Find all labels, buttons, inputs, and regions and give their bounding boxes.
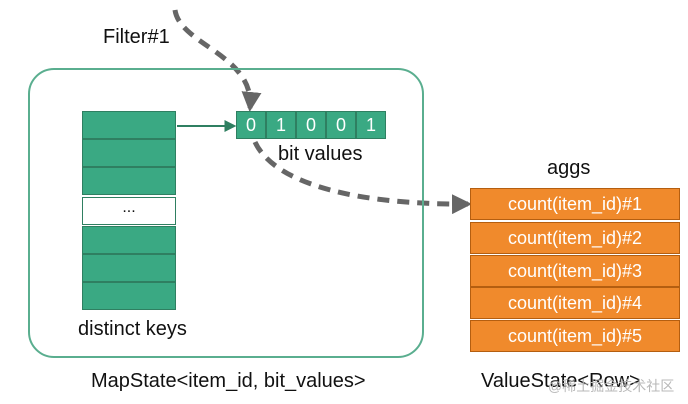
bit-cell: 1 — [266, 111, 296, 139]
key-cell — [82, 282, 176, 310]
key-cell — [82, 254, 176, 282]
agg-cell: count(item_id)#1 — [470, 188, 680, 220]
bits-to-aggs-dashed-arrow — [252, 140, 472, 215]
key-cell — [82, 139, 176, 167]
key-ellipsis-cell: ... — [82, 197, 176, 225]
bit-cell: 0 — [296, 111, 326, 139]
bit-cell: 0 — [236, 111, 266, 139]
map-state-label: MapState<item_id, bit_values> — [91, 370, 366, 392]
key-cell — [82, 226, 176, 254]
agg-cell: count(item_id)#4 — [470, 287, 680, 319]
aggs-label: aggs — [547, 157, 591, 179]
watermark: @稀土掘金技术社区 — [548, 378, 675, 394]
agg-cell: count(item_id)#5 — [470, 320, 680, 352]
filter-label: Filter#1 — [103, 26, 170, 48]
agg-cell: count(item_id)#3 — [470, 255, 680, 287]
bit-cell: 0 — [326, 111, 356, 139]
value-state-label: ValueState<Row> — [481, 370, 641, 392]
distinct-keys-label: distinct keys — [78, 318, 187, 340]
bit-cell: 1 — [356, 111, 386, 139]
map-state-frame — [28, 68, 424, 358]
agg-cell: count(item_id)#2 — [470, 222, 680, 254]
key-cell — [82, 167, 176, 195]
filter-dashed-arrow — [172, 9, 262, 112]
key-cell — [82, 111, 176, 139]
bit-values-label: bit values — [278, 143, 363, 165]
